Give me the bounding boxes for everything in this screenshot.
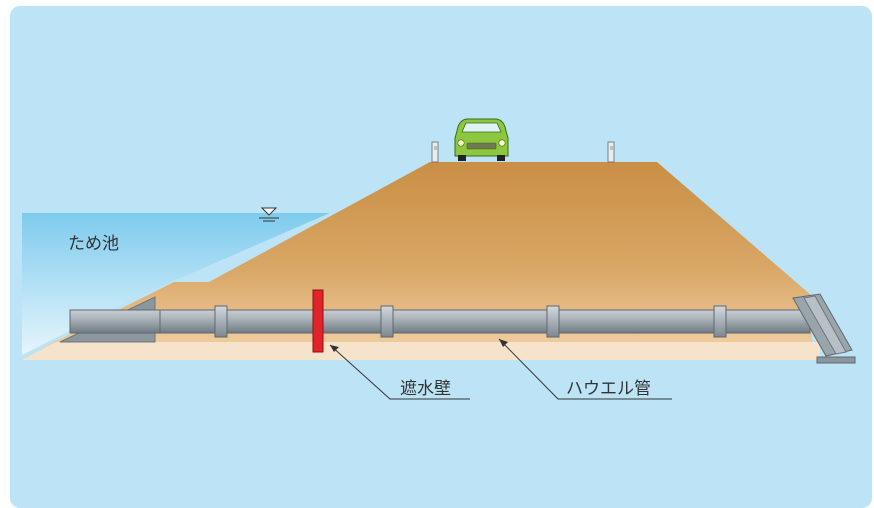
guard-post-icon xyxy=(431,141,439,163)
leader-line-pipe xyxy=(498,338,672,400)
pipe-joint xyxy=(713,305,727,338)
cutoff-wall xyxy=(312,289,324,353)
car-icon xyxy=(454,118,509,161)
pipe-joint xyxy=(380,305,394,338)
pipe-joint xyxy=(546,305,560,338)
pond-label: ため池 xyxy=(68,234,119,254)
pipe-joints xyxy=(214,305,727,338)
pipe-label: ハウエル管 xyxy=(566,379,651,399)
pipe-joint xyxy=(214,305,228,338)
foundation-ground xyxy=(22,342,820,360)
pipe-outlet-structure xyxy=(792,293,856,364)
howell-pipe xyxy=(69,309,811,334)
cutoff-wall-label: 遮水壁 xyxy=(400,379,451,399)
guard-post-icon xyxy=(607,141,615,163)
water-level-icon xyxy=(259,207,279,222)
leader-line-cutoff-wall xyxy=(329,344,470,400)
pond-water xyxy=(22,213,330,355)
